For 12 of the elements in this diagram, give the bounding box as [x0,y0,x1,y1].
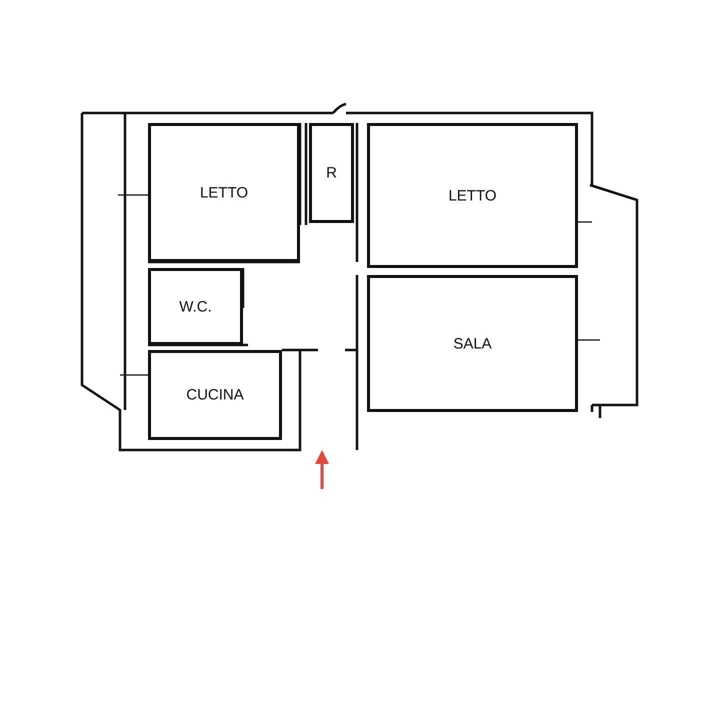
room-label: W.C. [179,298,212,315]
room-label: CUCINA [186,386,244,404]
room-outline [309,123,354,223]
room-outline [148,350,282,440]
room-label: R [326,164,337,182]
room-outline [148,268,243,345]
room-outline [148,123,300,262]
room-label: SALA [453,335,492,352]
room-outline [367,275,578,412]
room-label: LETTO [200,184,248,201]
room-label: LETTO [448,187,497,204]
room-outline [367,123,578,268]
